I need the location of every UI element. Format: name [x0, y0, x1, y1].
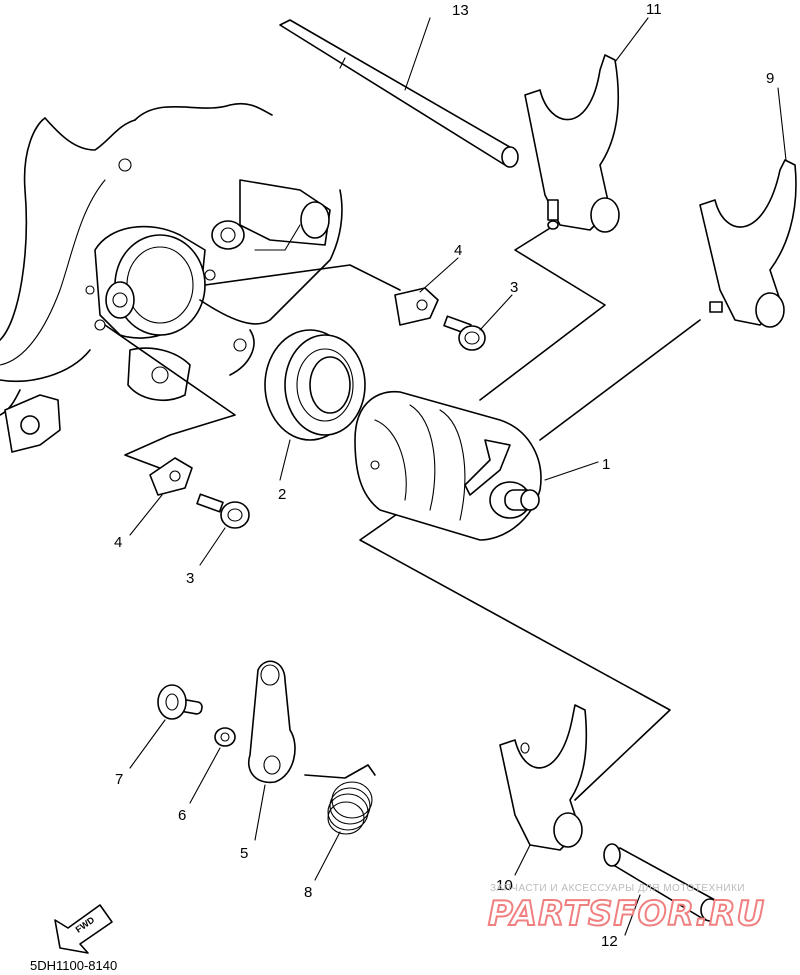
part-13-shift-rod	[279, 17, 519, 168]
part-11-shift-fork	[524, 17, 649, 233]
watermark: ЗАПЧАСТИ И АКСЕССУАРЫ ДЛЯ МОТОТЕХНИКИ PA…	[487, 883, 765, 935]
part-5-stopper-lever	[248, 660, 296, 841]
part-8-bolt	[129, 684, 203, 769]
callout-8: 7	[115, 771, 123, 788]
callout-4-upper: 4	[454, 242, 462, 259]
watermark-brand: PARTSFOR.RU	[488, 894, 765, 934]
callout-4-lower: 4	[114, 534, 122, 551]
callout-10: 10	[496, 877, 513, 894]
callout-3-upper: 3	[510, 279, 518, 296]
fwd-arrow-icon: FWD	[54, 904, 113, 954]
part-4-plate-upper	[394, 257, 459, 326]
part-1-shift-drum	[354, 390, 599, 541]
crankcase-housing	[0, 102, 343, 453]
callout-9: 9	[766, 70, 774, 87]
callout-6: 8	[304, 884, 312, 901]
part-7-washer	[189, 727, 236, 804]
callout-2: 2	[278, 486, 286, 503]
part-3-bolt-lower	[196, 493, 250, 566]
callout-11: 11	[646, 1, 662, 18]
part-6-torsion-spring	[304, 764, 376, 881]
callout-3-lower: 3	[186, 570, 194, 587]
part-2-bearing	[264, 329, 366, 481]
callout-13: 13	[452, 2, 469, 19]
callout-1: 1	[602, 456, 610, 473]
leader-lines	[104, 224, 701, 801]
callout-5: 5	[240, 845, 248, 862]
watermark-tagline: ЗАПЧАСТИ И АКСЕССУАРЫ ДЛЯ МОТОТЕХНИКИ	[490, 883, 745, 894]
part-3-bolt-upper	[443, 294, 513, 351]
part-9-shift-fork	[699, 87, 797, 328]
part-10-shift-fork	[499, 704, 588, 876]
drawing-code: 5DH1100-8140	[30, 958, 117, 973]
part-12-pin	[603, 843, 720, 936]
callout-12: 12	[601, 933, 618, 950]
callout-7: 6	[178, 807, 186, 824]
part-4-plate-lower	[129, 457, 193, 536]
